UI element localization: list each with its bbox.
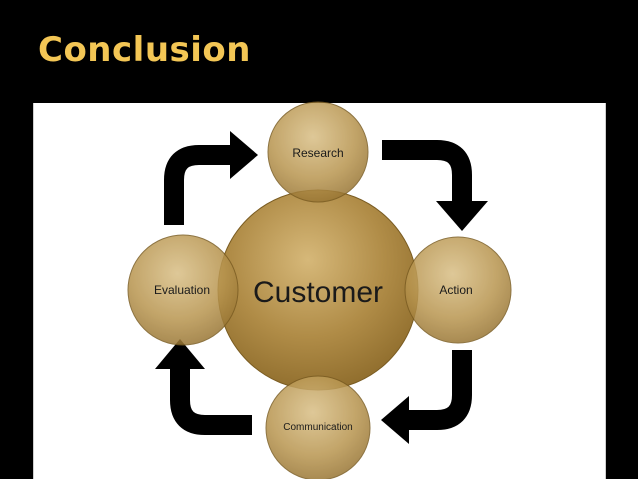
arrow-action-to-communication xyxy=(381,350,472,444)
evaluation-circle xyxy=(127,234,239,346)
title-bar: Conclusion xyxy=(0,0,638,102)
evaluation-label: Evaluation xyxy=(154,283,210,297)
research-label: Research xyxy=(292,146,343,160)
research-circle xyxy=(267,101,369,203)
slide-title: Conclusion xyxy=(38,30,251,70)
arrow-communication-to-evaluation xyxy=(155,339,252,435)
action-label: Action xyxy=(439,283,472,297)
communication-circle xyxy=(265,375,371,479)
arrow-research-to-action xyxy=(382,140,488,231)
arrow-evaluation-to-research xyxy=(164,131,258,225)
communication-label: Communication xyxy=(283,422,352,433)
action-circle xyxy=(404,236,512,344)
customer-label: Customer xyxy=(253,276,383,309)
